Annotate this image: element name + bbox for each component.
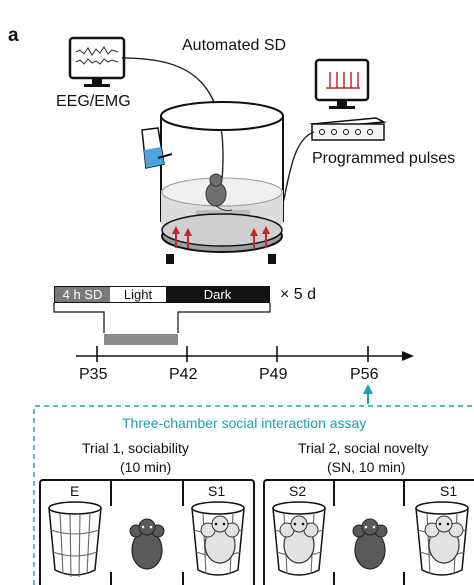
chamber-label-s1-trial2: S1: [440, 483, 458, 499]
sd-segment: 4 h SD: [55, 287, 110, 302]
light-segment: Light: [110, 287, 166, 302]
water-bottle-icon: [141, 127, 173, 169]
trial1-title: Trial 1, sociability: [82, 440, 189, 456]
mouse-icon: [205, 173, 233, 211]
light-dark-schedule: 4 h SD Light Dark: [54, 286, 270, 303]
tick-label-p42: P42: [169, 366, 198, 383]
assay-title: Three-chamber social interaction assay: [122, 415, 367, 431]
tick-label-p56: P56: [350, 366, 379, 383]
eeg-emg-label: EEG/EMG: [56, 93, 131, 110]
zoom-line-left: [53, 303, 105, 333]
sleep-deprivation-cage: [160, 101, 284, 264]
automated-sd-label: Automated SD: [182, 37, 287, 54]
pulse-monitor-icon: [314, 58, 370, 109]
test-mouse-icon: [352, 518, 388, 570]
tick-label-p35: P35: [79, 366, 108, 383]
programmed-pulses-label: Programmed pulses: [312, 150, 456, 167]
repeat-label: × 5 d: [280, 286, 317, 303]
trial1-duration: (10 min): [120, 459, 172, 475]
wire-cup-icon: [48, 501, 102, 578]
stranger-mouse-icon: [424, 515, 464, 564]
chamber-label-s1: S1: [208, 483, 226, 499]
zoom-line-right: [177, 303, 271, 333]
timeline-axis: [76, 346, 414, 362]
stranger-mouse-icon: [200, 515, 240, 564]
assay-box: [33, 405, 474, 585]
pulse-generator-icon: [309, 117, 387, 141]
trial2-duration: (SN, 10 min): [327, 459, 406, 475]
chamber-label-s2: S2: [289, 483, 307, 499]
eeg-cable: [121, 57, 224, 181]
test-mouse-icon: [129, 518, 165, 570]
eeg-monitor-icon: [68, 36, 126, 87]
sd-period-bar: [104, 334, 178, 345]
panel-label: a: [8, 25, 19, 46]
pulse-cable: [279, 131, 315, 216]
trial2-title: Trial 2, social novelty: [298, 440, 429, 456]
chamber-label-e: E: [70, 483, 80, 499]
tick-label-p49: P49: [259, 366, 288, 383]
dark-segment: Dark: [166, 287, 269, 302]
stimulus-arrows: [172, 226, 270, 248]
stranger-mouse-icon: [279, 515, 319, 564]
